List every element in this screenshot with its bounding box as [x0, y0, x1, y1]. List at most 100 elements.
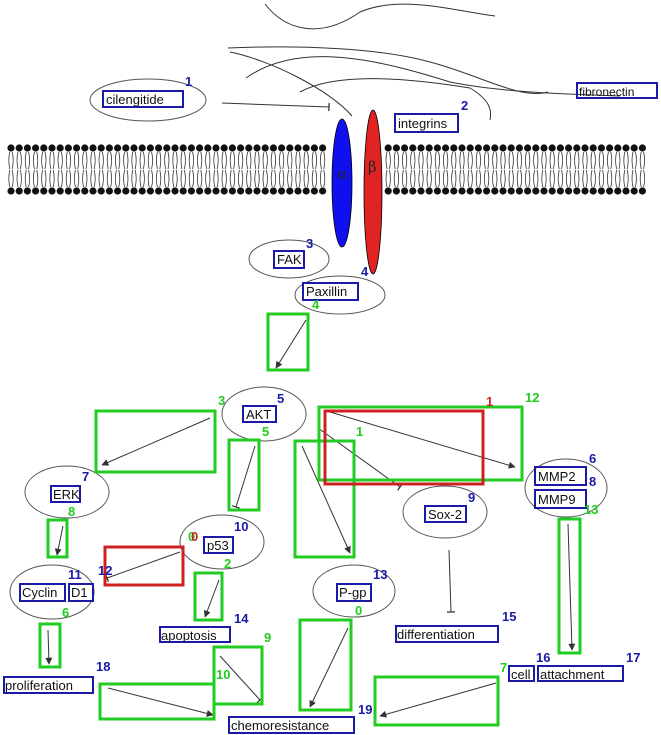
lipid-head: [187, 144, 195, 152]
lipid-head: [499, 187, 507, 195]
lipid-tail: [205, 169, 211, 188]
lipid-head: [638, 187, 647, 195]
lipid-head: [491, 187, 499, 195]
lipid-tail: [582, 151, 588, 170]
lipid-head: [310, 144, 318, 152]
lipid-tail: [303, 151, 309, 170]
lipid-head: [483, 144, 491, 152]
mmp2-label-box: [534, 466, 587, 486]
edge-number: 0: [355, 603, 362, 618]
lipid-head: [581, 144, 589, 152]
lipid-head: [597, 144, 606, 152]
akt-to-pgp-edge: [301, 445, 351, 554]
lipid-tail: [180, 169, 186, 188]
lipid-tail: [631, 169, 637, 188]
lipid-head: [540, 187, 548, 195]
lipid-head: [409, 144, 417, 152]
node-number: 19: [358, 702, 372, 717]
lipid-head: [302, 144, 310, 152]
lipid-head: [310, 187, 318, 195]
lipid-head: [122, 187, 130, 195]
lipid-head: [278, 144, 286, 152]
d1-label: D1: [71, 585, 88, 600]
lipid-tail: [33, 151, 39, 170]
lipid-tail: [484, 151, 490, 170]
lipid-tail: [393, 169, 399, 188]
lipid-tail: [279, 151, 285, 170]
node-number: 11: [68, 567, 82, 582]
lipid-tail: [590, 169, 596, 188]
lipid-tail: [180, 151, 186, 170]
lipid-tail: [475, 169, 481, 188]
lipid-head: [483, 187, 491, 195]
lipid-tail: [65, 151, 71, 170]
mmp9-label-box: [534, 489, 587, 509]
lipid-tail: [402, 169, 408, 188]
lipid-tail: [33, 169, 39, 188]
lipid-head: [622, 187, 630, 195]
chemoresistance-label-box: [228, 716, 355, 734]
lipid-head: [146, 187, 154, 195]
edge-box: [317, 405, 524, 482]
node-number: 9: [468, 490, 475, 505]
lipid-tail: [459, 151, 465, 170]
attachment-to-chemoresistance-edge: [379, 682, 497, 718]
lipid-head: [23, 144, 31, 152]
lipid-tail: [172, 151, 178, 170]
lipid-tail: [443, 169, 449, 188]
lipid-tail: [156, 169, 162, 188]
lipid-head: [253, 187, 261, 195]
lipid-tail: [418, 169, 424, 188]
lipid-tail: [410, 151, 416, 170]
lipid-tail: [156, 151, 162, 170]
lipid-tail: [8, 151, 14, 170]
pgp-ellipse: [312, 564, 396, 618]
lipid-head: [392, 187, 400, 195]
edge-number: 1: [356, 424, 363, 439]
edge-box: [193, 571, 224, 622]
edge-number: 6: [62, 605, 69, 620]
lipid-tail: [508, 151, 514, 170]
lipid-head: [442, 144, 450, 152]
edge-number: 5: [262, 424, 269, 439]
lipid-tail: [205, 151, 211, 170]
highlight-boxes: [103, 409, 485, 587]
lipid-head: [40, 187, 48, 195]
lipid-tail: [287, 151, 293, 170]
fak-ellipse: [248, 239, 330, 279]
cilengitide-label-box: [102, 90, 184, 108]
lipid-head: [278, 187, 286, 195]
p53-label-box: [203, 536, 234, 554]
lipid-tail: [98, 169, 104, 188]
lipid-tail: [525, 169, 531, 188]
lipid-head: [196, 144, 204, 152]
cilengitide-inhibits-integrin-edge: [221, 102, 330, 112]
lipid-tail: [590, 151, 596, 170]
edge-number: 8: [68, 504, 75, 519]
lipid-tail: [639, 151, 645, 170]
edge-box: [266, 312, 310, 372]
lipid-head: [565, 187, 573, 195]
attachment-label-box: [537, 665, 624, 682]
lipid-tail: [443, 151, 449, 170]
edge-number: 3: [218, 393, 225, 408]
node-number: 13: [373, 567, 387, 582]
node-number: 3: [306, 236, 313, 251]
node-number: 16: [536, 650, 550, 665]
node-number: 15: [502, 609, 516, 624]
lipid-tail: [147, 169, 153, 188]
lipid-tail: [451, 169, 457, 188]
lipid-tail: [607, 151, 613, 170]
edge-box: [46, 518, 69, 559]
lipid-tail: [279, 169, 285, 188]
lipid-head: [491, 144, 499, 152]
node-numbers: 1 2 3 4 5 6 7 8 9 10 11 12 13 14 15 16 1…: [68, 74, 640, 717]
lipid-tail: [557, 151, 563, 170]
fibronectin-label: fibronectin: [579, 85, 634, 99]
p53-to-apoptosis-edge: [203, 579, 220, 618]
lipid-head: [474, 144, 482, 152]
pgp-label: P-gp: [339, 585, 366, 600]
lipid-tail: [41, 169, 47, 188]
attachment-label: attachment: [540, 667, 605, 682]
lipid-head: [392, 144, 400, 152]
